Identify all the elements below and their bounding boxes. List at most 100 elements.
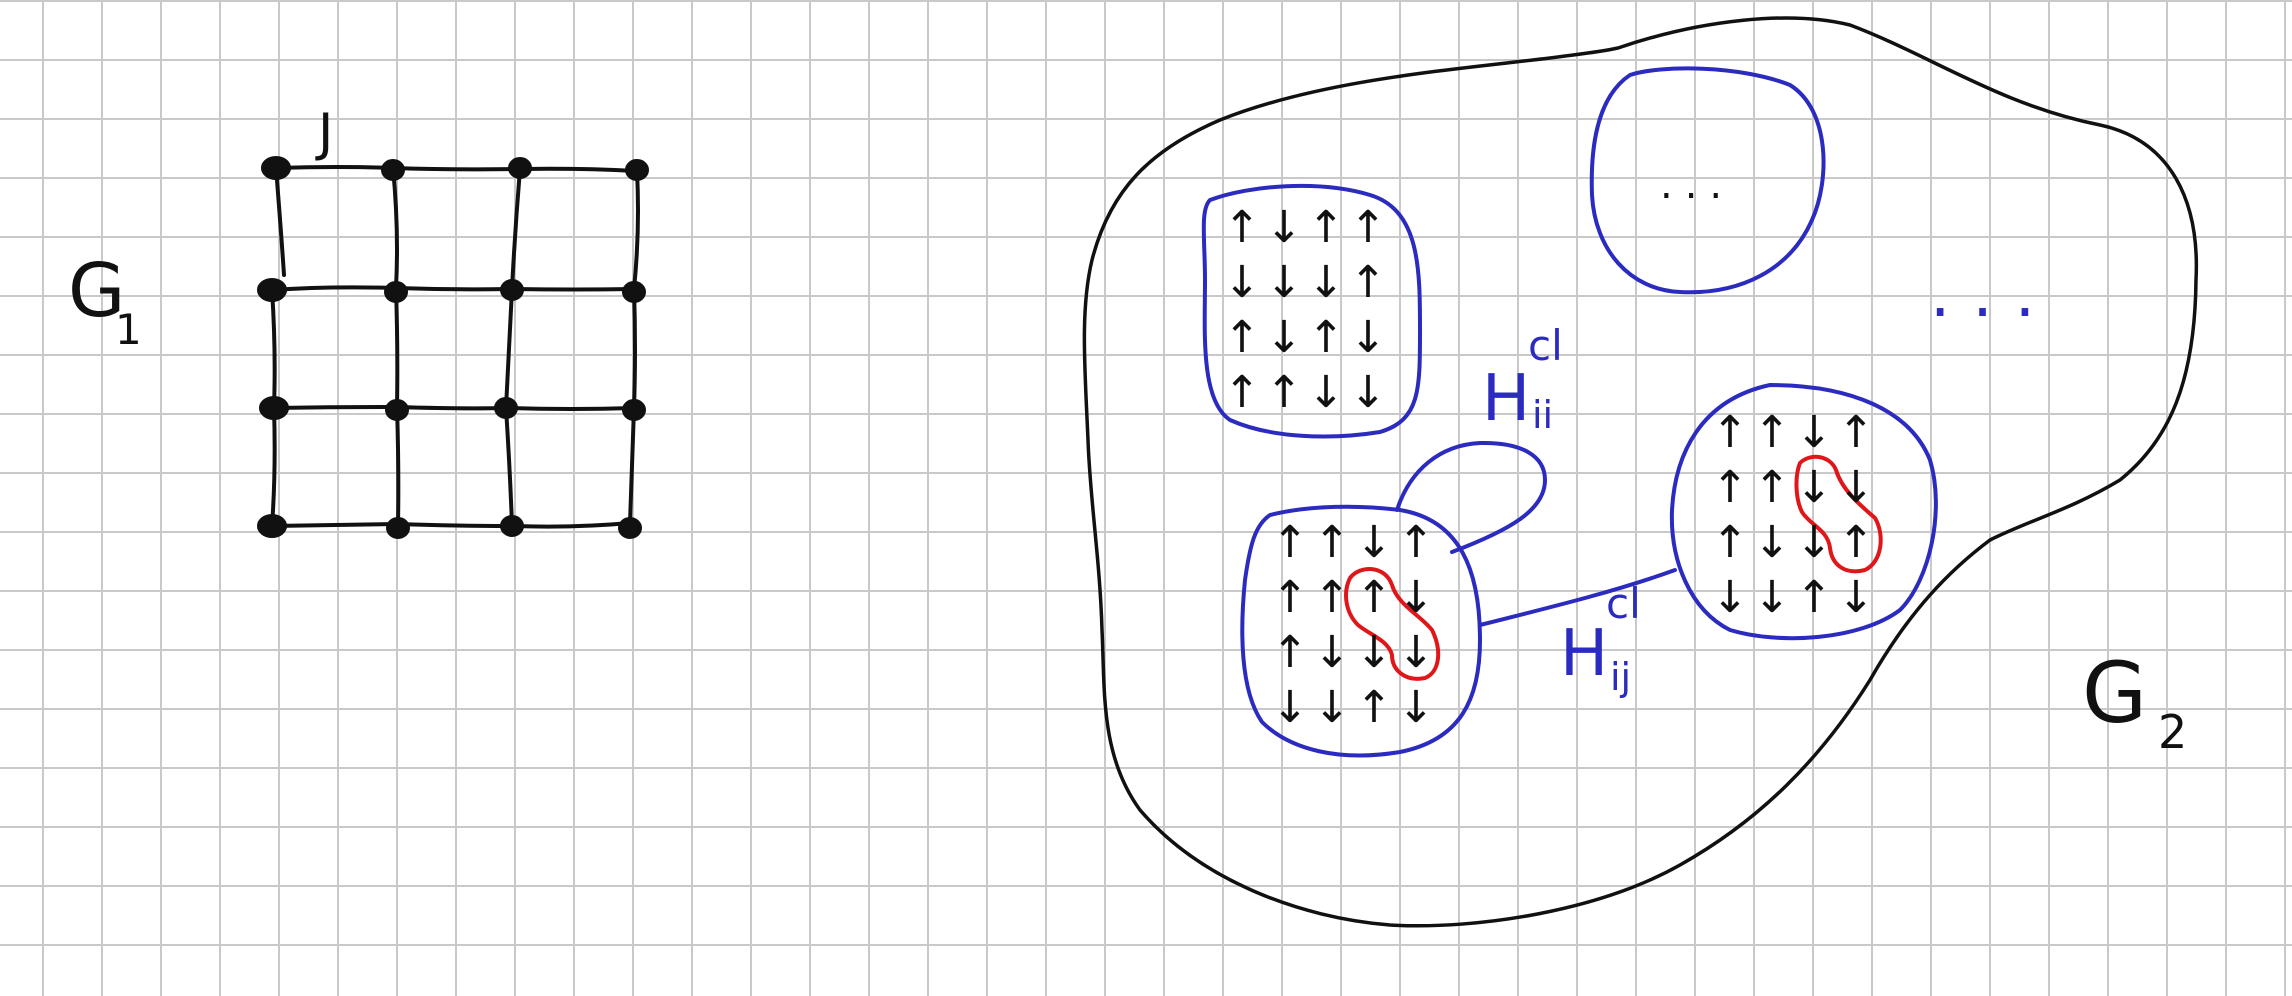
spin-down-arrow: ↓ [1266, 202, 1303, 253]
self-edge-label-sub: ii [1532, 393, 1553, 437]
spin-up-arrow: ↑ [1838, 517, 1875, 568]
spin-grid-right: ↑↑↓↑↑↑↓↓↑↓↓↑↓↓↑↓ [1712, 407, 1875, 623]
spin-up-arrow: ↑ [1712, 407, 1749, 458]
spin-up-arrow: ↑ [1712, 517, 1749, 568]
g1-label: G 1 [68, 248, 142, 354]
self-edge-loop [1395, 440, 1548, 554]
spin-grids: ↑↓↑↑↓↓↓↑↑↓↑↓↑↑↓↓↑↑↓↑↑↑↑↓↑↓↓↓↓↓↑↓↑↑↓↑↑↑↓↓… [1224, 202, 1875, 733]
spin-up-arrow: ↑ [1350, 202, 1387, 253]
lattice-node [257, 278, 287, 302]
spin-down-arrow: ↓ [1838, 462, 1875, 513]
blob-top-left [1201, 183, 1422, 439]
spin-up-arrow: ↑ [1272, 627, 1309, 678]
spin-down-arrow: ↓ [1272, 682, 1309, 733]
lattice-node [384, 281, 408, 303]
self-edge-label-sup: cl [1528, 321, 1563, 370]
spin-down-arrow: ↓ [1314, 682, 1351, 733]
lattice-node [622, 281, 646, 303]
lattice-node [508, 157, 532, 179]
blob-bottom-left [1240, 504, 1483, 758]
spin-down-arrow: ↓ [1266, 257, 1303, 308]
spin-down-arrow: ↓ [1356, 517, 1393, 568]
spin-grid-top-left: ↑↓↑↑↓↓↓↑↑↓↑↓↑↑↓↓ [1224, 202, 1387, 418]
spin-down-arrow: ↓ [1796, 517, 1833, 568]
g2-label: G 2 [2082, 644, 2187, 759]
spin-down-arrow: ↓ [1224, 257, 1261, 308]
lattice-node [625, 159, 649, 181]
spin-up-arrow: ↑ [1838, 407, 1875, 458]
coupling-label-j: J [315, 103, 333, 163]
link-label-sub: ij [1610, 655, 1631, 699]
spin-up-arrow: ↑ [1308, 312, 1345, 363]
lattice-node [494, 397, 518, 419]
graph-g1 [270, 165, 640, 529]
lattice-node [500, 279, 524, 301]
g1-label-sub: 1 [115, 305, 142, 354]
spin-up-arrow: ↑ [1272, 517, 1309, 568]
lattice-node [381, 159, 405, 181]
g2-outer-boundary [1082, 16, 2199, 928]
spin-down-arrow: ↓ [1398, 572, 1435, 623]
spin-up-arrow: ↑ [1356, 682, 1393, 733]
blob-right [1669, 382, 1938, 641]
spin-down-arrow: ↓ [1754, 517, 1791, 568]
spin-grid-bottom-left: ↑↑↓↑↑↑↑↓↑↓↓↓↓↓↑↓ [1272, 517, 1435, 733]
inter-blob-edge [1478, 568, 1677, 627]
spin-down-arrow: ↓ [1350, 367, 1387, 418]
link-hamiltonian-label: H cl ij [1560, 579, 1641, 699]
spin-up-arrow: ↑ [1224, 312, 1261, 363]
spin-up-arrow: ↑ [1308, 202, 1345, 253]
spin-down-arrow: ↓ [1308, 367, 1345, 418]
self-edge-label-h: H [1482, 362, 1530, 436]
spin-up-arrow: ↑ [1350, 257, 1387, 308]
g1-vertical-edges [270, 166, 640, 528]
spin-up-arrow: ↑ [1796, 572, 1833, 623]
spin-up-arrow: ↑ [1398, 517, 1435, 568]
spin-down-arrow: ↓ [1398, 627, 1435, 678]
g2-label-main: G [2082, 644, 2147, 742]
spin-down-arrow: ↓ [1796, 407, 1833, 458]
spin-down-arrow: ↓ [1796, 462, 1833, 513]
lattice-node [261, 156, 291, 180]
g2-subgraph-blobs [1201, 66, 1938, 758]
highlight-loop-bottom-left [1344, 567, 1441, 681]
link-label-h: H [1560, 617, 1608, 691]
spin-up-arrow: ↑ [1712, 462, 1749, 513]
g1-horizontal-edges [270, 165, 639, 529]
spin-up-arrow: ↑ [1224, 202, 1261, 253]
lattice-node [622, 399, 646, 421]
spin-down-arrow: ↓ [1754, 572, 1791, 623]
lattice-node [259, 396, 289, 420]
g1-nodes [257, 156, 649, 539]
lattice-node [386, 517, 410, 539]
more-blobs-ellipsis: ... [1930, 258, 2057, 332]
spin-down-arrow: ↓ [1314, 627, 1351, 678]
self-edge-hamiltonian-label: H cl ii [1482, 321, 1563, 437]
link-label-sup: cl [1606, 579, 1641, 628]
spin-down-arrow: ↓ [1350, 312, 1387, 363]
blob-top-right [1589, 66, 1826, 295]
highlight-loop-right [1794, 454, 1883, 574]
spin-up-arrow: ↑ [1224, 367, 1261, 418]
spin-down-arrow: ↓ [1266, 312, 1303, 363]
spin-down-arrow: ↓ [1308, 257, 1345, 308]
blob-ellipsis: ... [1660, 162, 1734, 208]
lattice-node [500, 515, 524, 537]
spin-up-arrow: ↑ [1356, 572, 1393, 623]
spin-up-arrow: ↑ [1754, 462, 1791, 513]
spin-down-arrow: ↓ [1838, 572, 1875, 623]
g2-label-sub: 2 [2158, 705, 2187, 759]
spin-up-arrow: ↑ [1272, 572, 1309, 623]
lattice-node [618, 517, 642, 539]
lattice-node [257, 514, 287, 538]
spin-up-arrow: ↑ [1266, 367, 1303, 418]
spin-up-arrow: ↑ [1754, 407, 1791, 458]
g1-label-main: G [68, 248, 125, 334]
spin-up-arrow: ↑ [1314, 517, 1351, 568]
lattice-node [385, 399, 409, 421]
spin-down-arrow: ↓ [1356, 627, 1393, 678]
spin-down-arrow: ↓ [1398, 682, 1435, 733]
spin-up-arrow: ↑ [1314, 572, 1351, 623]
red-highlight-loops [1344, 454, 1883, 681]
